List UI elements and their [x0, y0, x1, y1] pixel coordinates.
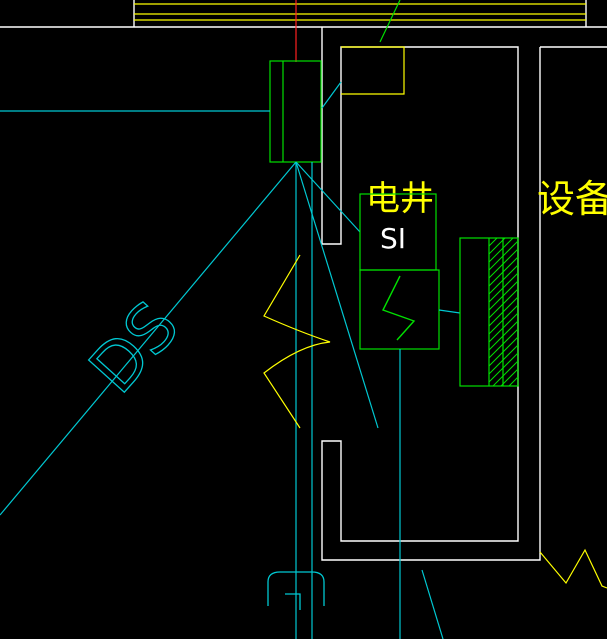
panel-link-line — [438, 309, 461, 314]
electric-shaft-label: 电井 — [366, 179, 434, 219]
shaft-wall — [321, 27, 607, 561]
hatch-line — [488, 280, 519, 311]
hatch-line — [488, 352, 519, 383]
hatched-panel-icon — [459, 237, 519, 387]
hatch-line — [488, 296, 519, 327]
cable-curve-symbol — [263, 254, 331, 429]
top-beam-inner — [134, 3, 586, 21]
hatch-line — [500, 368, 519, 387]
lightning-zigzag-icon — [382, 275, 416, 341]
hatch-line — [488, 237, 514, 263]
hatch-line — [488, 248, 519, 279]
hatch-line — [488, 288, 519, 319]
hatch-line — [508, 376, 519, 387]
hatch-line — [488, 312, 519, 343]
hatch-line — [488, 344, 519, 375]
green-leader-line — [379, 0, 401, 43]
hatch-line — [488, 304, 519, 335]
hatch-line — [488, 272, 519, 303]
cyan-fan-lines — [0, 81, 379, 639]
junction-box-upper — [269, 60, 322, 163]
si-panel-tag: SI — [380, 222, 406, 255]
cyan-bottom-diagonal — [421, 569, 444, 639]
hatch-line — [488, 328, 519, 359]
bottom-cyan-glyph — [267, 571, 325, 610]
hatch-line — [488, 240, 519, 271]
hatch-line — [488, 264, 519, 295]
hatch-line — [516, 384, 519, 387]
equipment-room-label: 设备月 — [537, 177, 607, 221]
hatch-line — [488, 237, 498, 247]
hatch-line — [488, 256, 519, 287]
hatch-line — [492, 360, 519, 387]
shaft-corner-box — [341, 46, 405, 95]
hatch-line — [488, 320, 519, 351]
hatch-line — [488, 237, 506, 255]
bottom-right-break-line — [539, 548, 607, 589]
hatch-line — [488, 336, 519, 367]
